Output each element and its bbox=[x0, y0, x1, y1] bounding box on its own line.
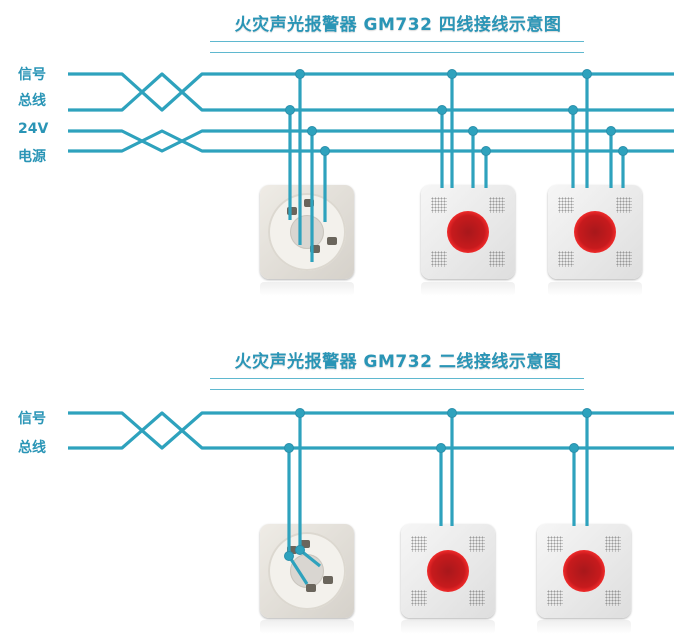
junction-node bbox=[481, 146, 491, 156]
red-strobe-lens bbox=[447, 211, 489, 253]
terminal-screw bbox=[287, 546, 297, 554]
reflection bbox=[260, 620, 354, 634]
signal-bus-wire bbox=[68, 72, 674, 112]
title-rule bbox=[210, 378, 584, 379]
terminal-screw bbox=[310, 245, 320, 253]
junction-node bbox=[582, 69, 592, 79]
signal-bus-wire bbox=[68, 411, 674, 450]
junction-node bbox=[437, 105, 447, 115]
speaker-grill bbox=[469, 590, 485, 606]
speaker-grill bbox=[616, 251, 632, 267]
terminal-screw bbox=[300, 540, 310, 548]
speaker-grill bbox=[431, 251, 447, 267]
signal-label: 信号 bbox=[18, 411, 46, 427]
red-strobe-lens bbox=[427, 550, 469, 592]
title-rule bbox=[210, 52, 584, 53]
alarm-device bbox=[548, 185, 642, 279]
signal-bus-wire bbox=[68, 411, 674, 450]
reflection bbox=[260, 282, 354, 296]
junction-node bbox=[569, 443, 579, 453]
terminal-screw bbox=[304, 199, 314, 207]
speaker-grill bbox=[411, 590, 427, 606]
junction-node bbox=[618, 146, 628, 156]
junction-node bbox=[284, 551, 294, 561]
junction-node bbox=[468, 126, 478, 136]
speaker-grill bbox=[431, 197, 447, 213]
junction-node bbox=[447, 69, 457, 79]
drop-wire bbox=[298, 413, 321, 568]
junction-node bbox=[320, 146, 330, 156]
speaker-grill bbox=[547, 590, 563, 606]
terminal-screw bbox=[306, 584, 316, 592]
speaker-grill bbox=[489, 197, 505, 213]
base-center-hole bbox=[290, 215, 324, 249]
reflection bbox=[401, 620, 495, 634]
power-wire bbox=[68, 129, 674, 153]
speaker-grill bbox=[469, 536, 485, 552]
junction-node bbox=[436, 443, 446, 453]
red-strobe-lens bbox=[563, 550, 605, 592]
alarm-device bbox=[537, 524, 631, 618]
junction-node bbox=[295, 408, 305, 418]
mounting-base-device bbox=[260, 524, 354, 618]
signal-bus-wire bbox=[68, 72, 674, 112]
drop-wire bbox=[287, 448, 309, 585]
four-wire-title: 火灾声光报警器 GM732 四线接线示意图 bbox=[234, 15, 562, 35]
title-rule bbox=[210, 389, 584, 390]
voltage-label: 24V bbox=[18, 121, 49, 137]
junction-node bbox=[295, 69, 305, 79]
junction-node bbox=[284, 443, 294, 453]
signal-label: 信号 bbox=[18, 67, 46, 83]
terminal-screw bbox=[327, 237, 337, 245]
reflection bbox=[537, 620, 631, 634]
junction-node bbox=[568, 105, 578, 115]
speaker-grill bbox=[605, 590, 621, 606]
title-rule bbox=[210, 41, 584, 42]
speaker-grill bbox=[547, 536, 563, 552]
junction-node bbox=[582, 408, 592, 418]
reflection bbox=[421, 282, 515, 296]
junction-node bbox=[606, 126, 616, 136]
junction-node bbox=[295, 545, 305, 555]
alarm-device bbox=[421, 185, 515, 279]
reflection bbox=[548, 282, 642, 296]
bus-label: 总线 bbox=[18, 93, 46, 109]
terminal-screw bbox=[323, 576, 333, 584]
speaker-grill bbox=[558, 251, 574, 267]
junction-node bbox=[307, 126, 317, 136]
mounting-base-device bbox=[260, 185, 354, 279]
speaker-grill bbox=[558, 197, 574, 213]
junction-node bbox=[285, 105, 295, 115]
bus-label: 总线 bbox=[18, 440, 46, 456]
speaker-grill bbox=[489, 251, 505, 267]
red-strobe-lens bbox=[574, 211, 616, 253]
speaker-grill bbox=[411, 536, 427, 552]
two-wire-title: 火灾声光报警器 GM732 二线接线示意图 bbox=[234, 352, 562, 372]
terminal-screw bbox=[287, 207, 297, 215]
power-label: 电源 bbox=[18, 149, 46, 165]
junction-node bbox=[447, 408, 457, 418]
speaker-grill bbox=[605, 536, 621, 552]
power-wire bbox=[68, 129, 674, 153]
speaker-grill bbox=[616, 197, 632, 213]
alarm-device bbox=[401, 524, 495, 618]
